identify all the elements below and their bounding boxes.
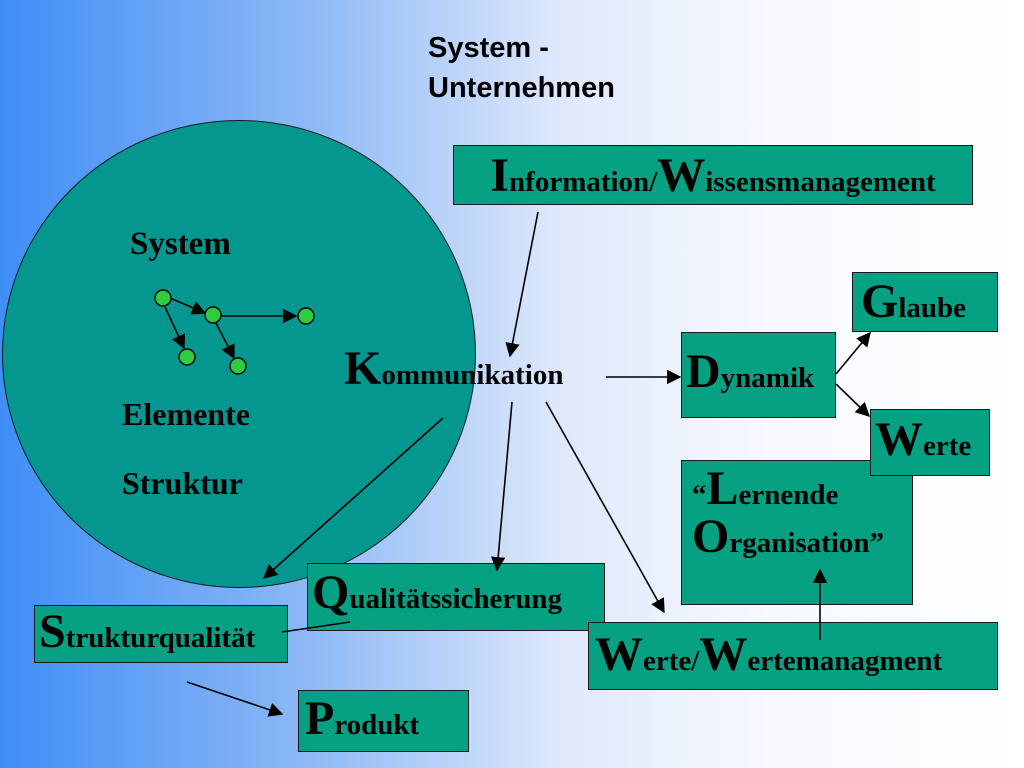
strukturqualitaet-rest: trukturqualität — [65, 622, 256, 654]
dynamik-box: Dynamik — [681, 332, 836, 418]
title-line-2: Unternehmen — [428, 72, 615, 104]
graph-node — [229, 357, 247, 375]
arrow-dynamik-to-glaube — [835, 331, 871, 375]
connector-qualitaet-strukturqualitaet — [281, 621, 351, 633]
kommunikation-cap: K — [344, 342, 382, 395]
qualitaetssicherung-box: Qualitätssicherung — [307, 563, 605, 631]
produkt-cap: P — [305, 692, 335, 745]
qualitaet-cap: Q — [312, 566, 350, 619]
system-label: System — [130, 226, 231, 262]
glaube-rest: laube — [898, 292, 967, 324]
slide-title: System - Unternehmen — [428, 28, 615, 108]
wertemanagment-rest: ertemanagment — [747, 645, 943, 677]
strukturqualitaet-box: Strukturqualität — [34, 605, 288, 663]
graph-node — [178, 348, 196, 366]
struktur-label: Struktur — [122, 465, 243, 501]
dynamik-cap: D — [686, 345, 721, 398]
qualitaet-rest: ualitätssicherung — [349, 583, 563, 615]
wertemanagment-box: Werte/Wertemanagment — [588, 622, 998, 690]
werte-cap: W — [875, 413, 923, 466]
organisation-line: Organisation” — [692, 513, 912, 561]
graph-node — [154, 289, 172, 307]
arrow-kommunikation-to-wertemanagment — [545, 401, 665, 614]
information-box: Information/Wissensmanagement — [453, 145, 973, 205]
wissen-rest: issensmanagement — [705, 166, 936, 198]
arrow-strukturqualitaet-to-produkt — [186, 681, 284, 717]
title-line-1: System - — [428, 32, 549, 64]
kommunikation-label: Kommunikation — [344, 345, 563, 393]
lernende-line: “Lernende — [692, 465, 912, 513]
open-quote: “ — [692, 479, 707, 511]
arrow-kommunikation-to-qualitaet — [490, 401, 513, 572]
graph-edge — [164, 306, 186, 350]
wertemanagment-cap: W — [699, 628, 748, 681]
wissen-cap: W — [657, 149, 706, 202]
werte-rest: erte — [923, 430, 972, 462]
strukturqualitaet-cap: S — [39, 605, 66, 658]
glaube-cap: G — [861, 275, 899, 328]
werte2-cap: W — [595, 628, 643, 681]
graph-node — [297, 307, 315, 325]
produkt-box: Produkt — [298, 690, 469, 752]
arrow-circle-to-strukturqualitaet — [262, 417, 444, 579]
arrow-dynamik-to-werte — [835, 383, 871, 418]
information-rest: nformation/ — [509, 166, 658, 198]
werte-box: Werte — [870, 409, 990, 476]
glaube-box: Glaube — [852, 272, 998, 332]
system-circle — [2, 120, 476, 588]
werte2-rest: erte/ — [643, 645, 700, 677]
elemente-label: Elemente — [122, 396, 250, 432]
kommunikation-rest: ommunikation — [381, 359, 564, 391]
dynamik-rest: ynamik — [720, 362, 815, 394]
organisation-cap: O — [692, 510, 730, 563]
lernende-organisation-box: “Lernende Organisation” — [681, 460, 913, 605]
information-cap: I — [490, 149, 510, 202]
graph-edge — [169, 297, 207, 315]
arrow-information-to-kommunikation — [505, 211, 539, 358]
lernende-rest: ernende — [738, 479, 839, 511]
lernende-cap: L — [706, 462, 739, 515]
produkt-rest: rodukt — [334, 709, 420, 741]
graph-node — [204, 306, 222, 324]
organisation-rest: rganisation” — [729, 527, 885, 559]
graph-edge — [215, 322, 235, 360]
